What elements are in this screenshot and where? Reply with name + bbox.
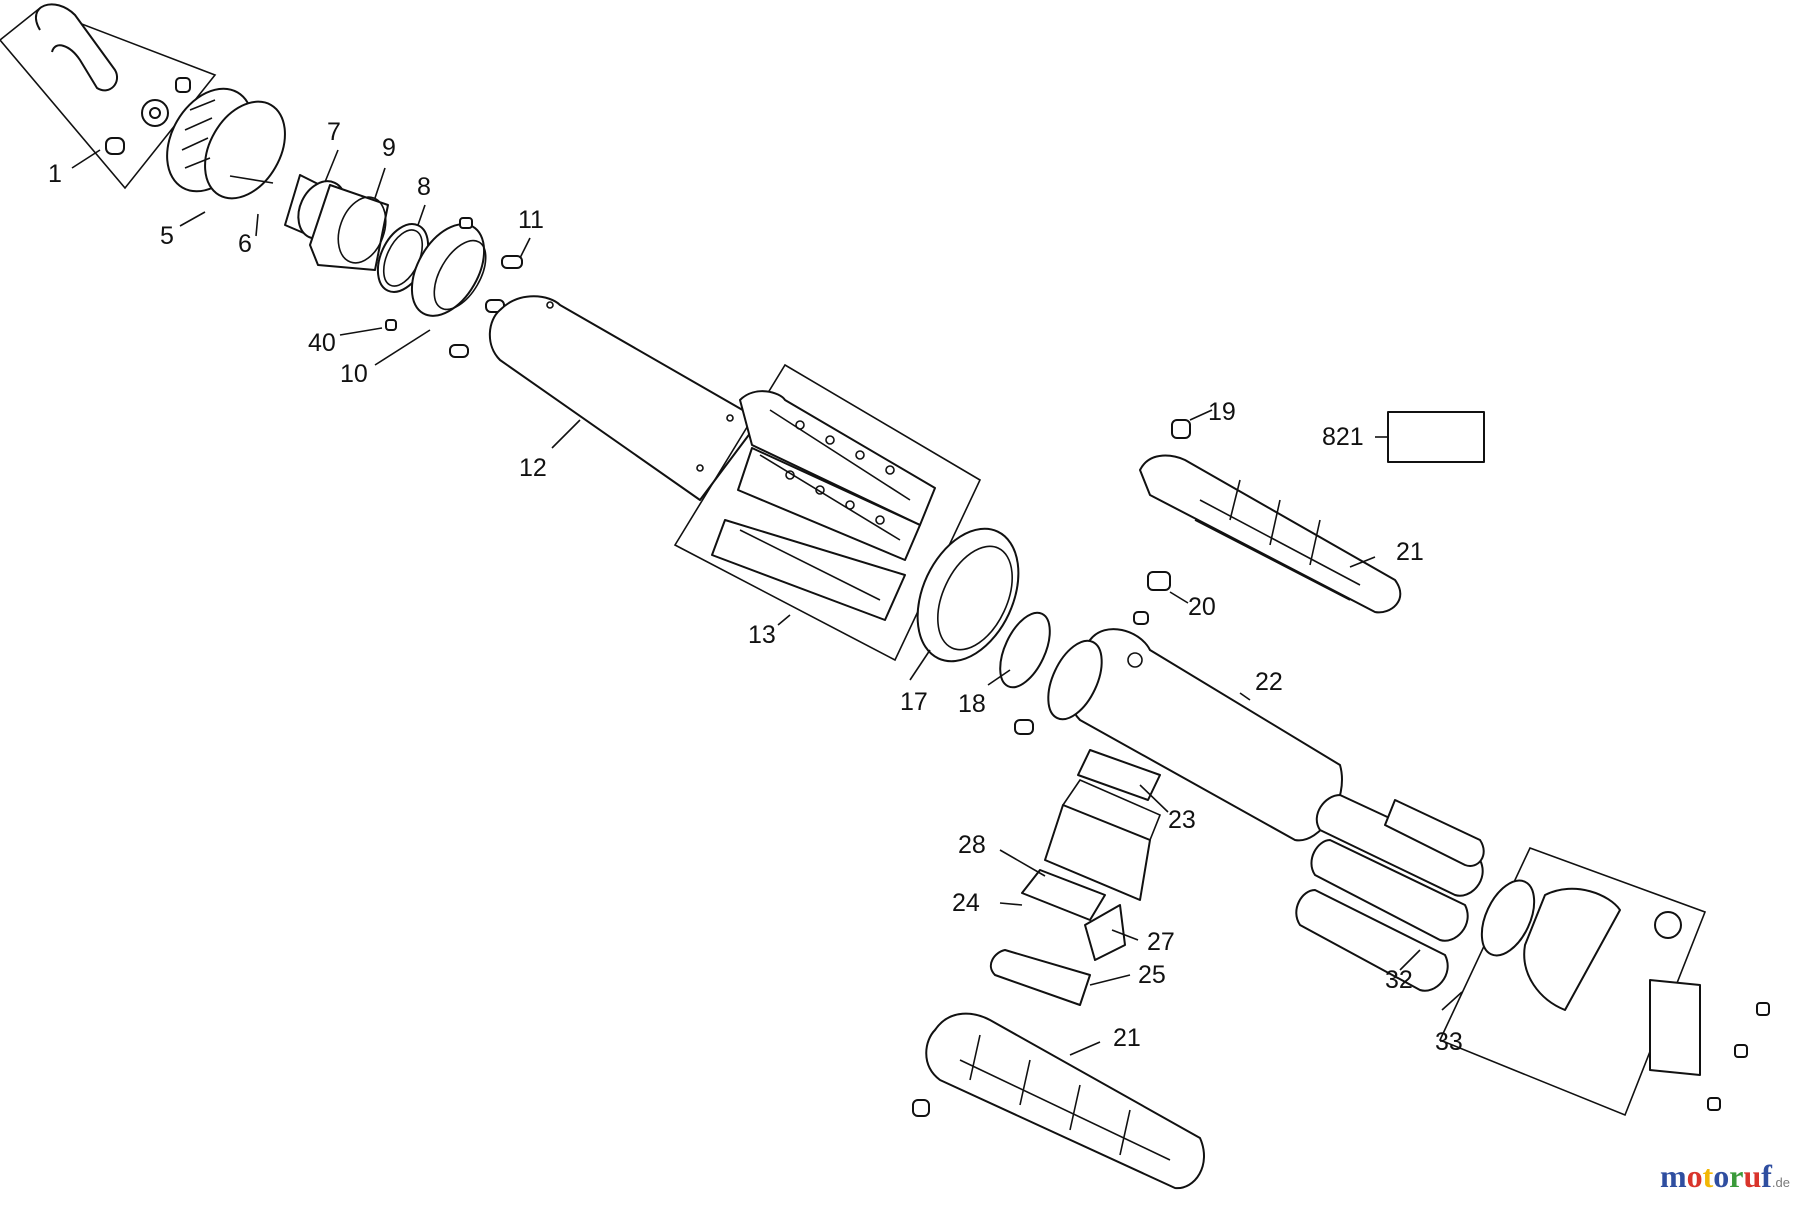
- screw-icon: [1734, 1044, 1748, 1058]
- callout-821: 821: [1322, 423, 1364, 451]
- part-23-plate-icon: [1077, 749, 1161, 801]
- part-28-box: [1044, 779, 1162, 901]
- part-33-end-assembly: [1438, 846, 1770, 1117]
- hook-icon: [34, 3, 118, 92]
- callout-21-lower: 21: [1113, 1024, 1141, 1052]
- callout-40: 40: [308, 329, 336, 357]
- callout-11: 11: [518, 206, 544, 234]
- callout-25: 25: [1138, 961, 1166, 989]
- part-17-large-ring: [916, 527, 1020, 663]
- part-40-screw-icon: [385, 319, 397, 331]
- part-21-upper-cover: [1139, 454, 1402, 614]
- leader-lines: [71, 149, 1463, 1056]
- hook-pin-icon: [105, 137, 125, 155]
- callout-10: 10: [340, 360, 368, 388]
- watermark-tld: .de: [1771, 1175, 1790, 1190]
- callout-12: 12: [519, 454, 547, 482]
- callout-8: 8: [417, 173, 431, 201]
- callout-24: 24: [952, 889, 980, 917]
- callout-1: 1: [48, 160, 62, 188]
- part-5-end-cap: [166, 87, 286, 200]
- callout-6: 6: [238, 230, 252, 258]
- callout-23: 23: [1168, 806, 1196, 834]
- screw-icon: [1707, 1097, 1721, 1111]
- callout-13: 13: [748, 621, 776, 649]
- part-27-cover-icon: [1084, 904, 1126, 961]
- screw-icon: [912, 1099, 930, 1117]
- part-18-ring-icon: [999, 611, 1051, 689]
- part-22-main-cylinder: [1047, 628, 1343, 842]
- part-6-pin-icon: [229, 175, 274, 184]
- part-1-hook-assembly: [0, 3, 217, 190]
- callout-19: 19: [1208, 398, 1236, 426]
- screw-icon: [1133, 611, 1149, 625]
- part-24-plate-icon: [1021, 869, 1106, 921]
- knob-icon: [1654, 911, 1682, 939]
- part-1-callout-frame: [0, 7, 217, 190]
- pin-icon: [449, 344, 469, 358]
- callout-18: 18: [958, 690, 986, 718]
- callout-5: 5: [160, 222, 174, 250]
- callout-7: 7: [327, 118, 341, 146]
- part-10-screw-icon: [459, 217, 473, 229]
- callout-21-upper: 21: [1396, 538, 1424, 566]
- callout-22: 22: [1255, 668, 1283, 696]
- part-21-lower-cover: [912, 1012, 1205, 1190]
- screw-icon: [1756, 1002, 1770, 1016]
- callout-labels: 1 5 6 7 9 8 11 40 10 12 13 17 18 19 821 …: [48, 118, 1463, 1056]
- part-11-screw-icon: [501, 255, 523, 269]
- callout-27: 27: [1147, 928, 1175, 956]
- callout-33: 33: [1435, 1028, 1463, 1056]
- part-20-clip-icon: [1147, 571, 1171, 591]
- part-32-rollers: [1295, 794, 1485, 992]
- part-9-flange: [309, 184, 389, 271]
- motoruf-watermark-logo: motoruf.de: [1659, 1158, 1790, 1194]
- mounting-plate-icon: [1649, 979, 1701, 1076]
- part-13-roller-frame: [673, 363, 982, 662]
- part-25-tray-icon: [989, 949, 1091, 1006]
- callout-28: 28: [958, 831, 986, 859]
- part-821-label-box: [1387, 411, 1485, 463]
- part-19-screw-icon: [1171, 419, 1191, 439]
- hook-screw-icon: [175, 77, 191, 93]
- part-10-housing-ring: [410, 217, 487, 317]
- pivot-hole-icon: [149, 107, 161, 119]
- pin-icon: [1014, 719, 1034, 735]
- callout-9: 9: [382, 134, 396, 162]
- callout-17: 17: [900, 688, 928, 716]
- callout-20: 20: [1188, 593, 1216, 621]
- callout-32: 32: [1385, 966, 1413, 994]
